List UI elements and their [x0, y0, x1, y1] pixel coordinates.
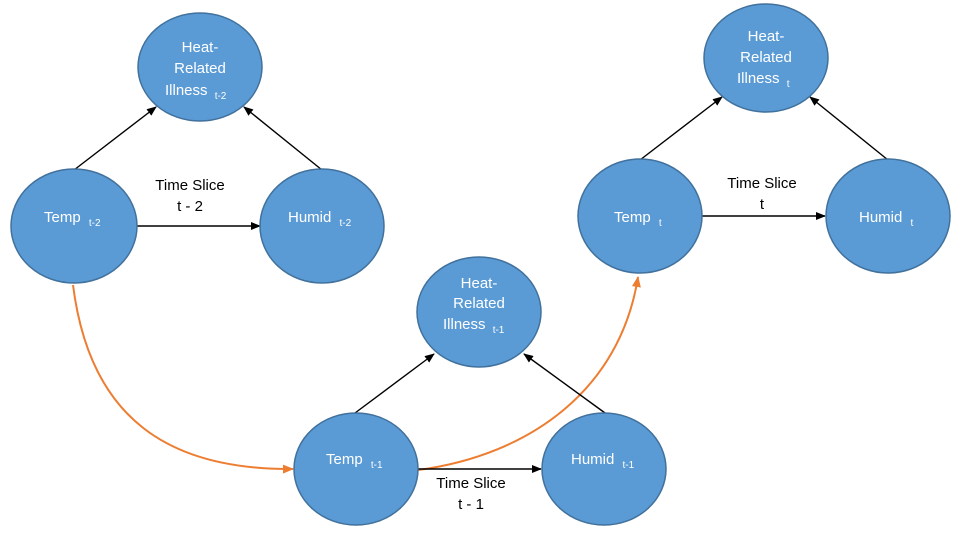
node-label: Related — [740, 49, 792, 66]
node-heat-related-illness-t: Heat- Related Illness t — [703, 3, 829, 113]
temporal-edge-temp-t2-to-temp-t1 — [72, 284, 294, 474]
node-label: Related — [453, 295, 505, 312]
node-label: Illness — [165, 82, 208, 99]
node-subscript: t-1 — [371, 460, 383, 471]
node-subscript: t — [659, 218, 662, 229]
time-slice-label-t2: Time Slice t - 2 — [155, 177, 224, 215]
node-label: Humid — [859, 209, 902, 226]
node-temp-t: Temp t — [577, 158, 703, 274]
node-label: Heat- — [461, 275, 498, 292]
node-label-with-subscript: Humid t-1 — [571, 451, 635, 471]
time-slice-label-t1: Time Slice t - 1 — [436, 475, 505, 513]
node-label-with-subscript: Illness t-1 — [443, 316, 505, 336]
node-label-with-subscript: Temp t-2 — [44, 209, 101, 229]
node-label: Illness — [443, 316, 486, 333]
node-humid-t2: Humid t-2 — [259, 168, 385, 284]
node-label: Temp — [326, 451, 363, 468]
node-label: Related — [174, 60, 226, 77]
node-subscript: t-2 — [89, 218, 101, 229]
node-label: Humid — [571, 451, 614, 468]
node-humid-t: Humid t — [825, 158, 951, 274]
node-label: Heat- — [182, 39, 219, 56]
edge-humid-t-to-hri-t — [809, 96, 889, 161]
node-label-with-subscript: Illness t-2 — [165, 82, 227, 102]
node-subscript: t-2 — [215, 91, 227, 102]
edge-temp-t1-to-hri-t1 — [354, 353, 435, 414]
node-label: Humid — [288, 209, 331, 226]
node-subscript: t-2 — [340, 218, 352, 229]
node-label: Illness — [737, 70, 780, 87]
node-label-with-subscript: Humid t — [859, 209, 914, 229]
node-label-with-subscript: Illness t — [737, 70, 790, 90]
node-temp-t2: Temp t-2 — [10, 168, 138, 284]
node-label-with-subscript: Temp t — [614, 209, 662, 229]
node-humid-t1: Humid t-1 — [541, 412, 667, 526]
edge-temp-t2-to-hri-t2 — [73, 106, 157, 171]
node-temp-t1: Temp t-1 — [293, 412, 419, 526]
node-label: Temp — [614, 209, 651, 226]
node-subscript: t-1 — [623, 460, 635, 471]
node-label-with-subscript: Temp t-1 — [326, 451, 383, 471]
node-label: Heat- — [748, 28, 785, 45]
slice-label-line: Time Slice — [727, 175, 796, 192]
node-heat-related-illness-t2: Heat- Related Illness t-2 — [137, 12, 263, 122]
node-label-with-subscript: Humid t-2 — [288, 209, 352, 229]
temporal-edge-temp-t1-to-temp-t — [417, 276, 641, 471]
slice-label-line: Time Slice — [155, 177, 224, 194]
time-slice-label-t: Time Slice t — [727, 175, 796, 213]
slice-label-line: t - 2 — [177, 198, 203, 215]
node-subscript: t — [911, 218, 914, 229]
slice-label-line: t — [760, 196, 765, 213]
edge-temp-t-to-hri-t — [639, 96, 723, 161]
edge-humid-t1-to-hri-t1 — [523, 353, 606, 414]
node-heat-related-illness-t1: Heat- Related Illness t-1 — [416, 256, 542, 368]
slice-label-line: Time Slice — [436, 475, 505, 492]
slice-label-line: t - 1 — [458, 496, 484, 513]
node-label: Temp — [44, 209, 81, 226]
node-subscript: t-1 — [493, 325, 505, 336]
edge-humid-t2-to-hri-t2 — [243, 106, 323, 171]
node-subscript: t — [787, 79, 790, 90]
